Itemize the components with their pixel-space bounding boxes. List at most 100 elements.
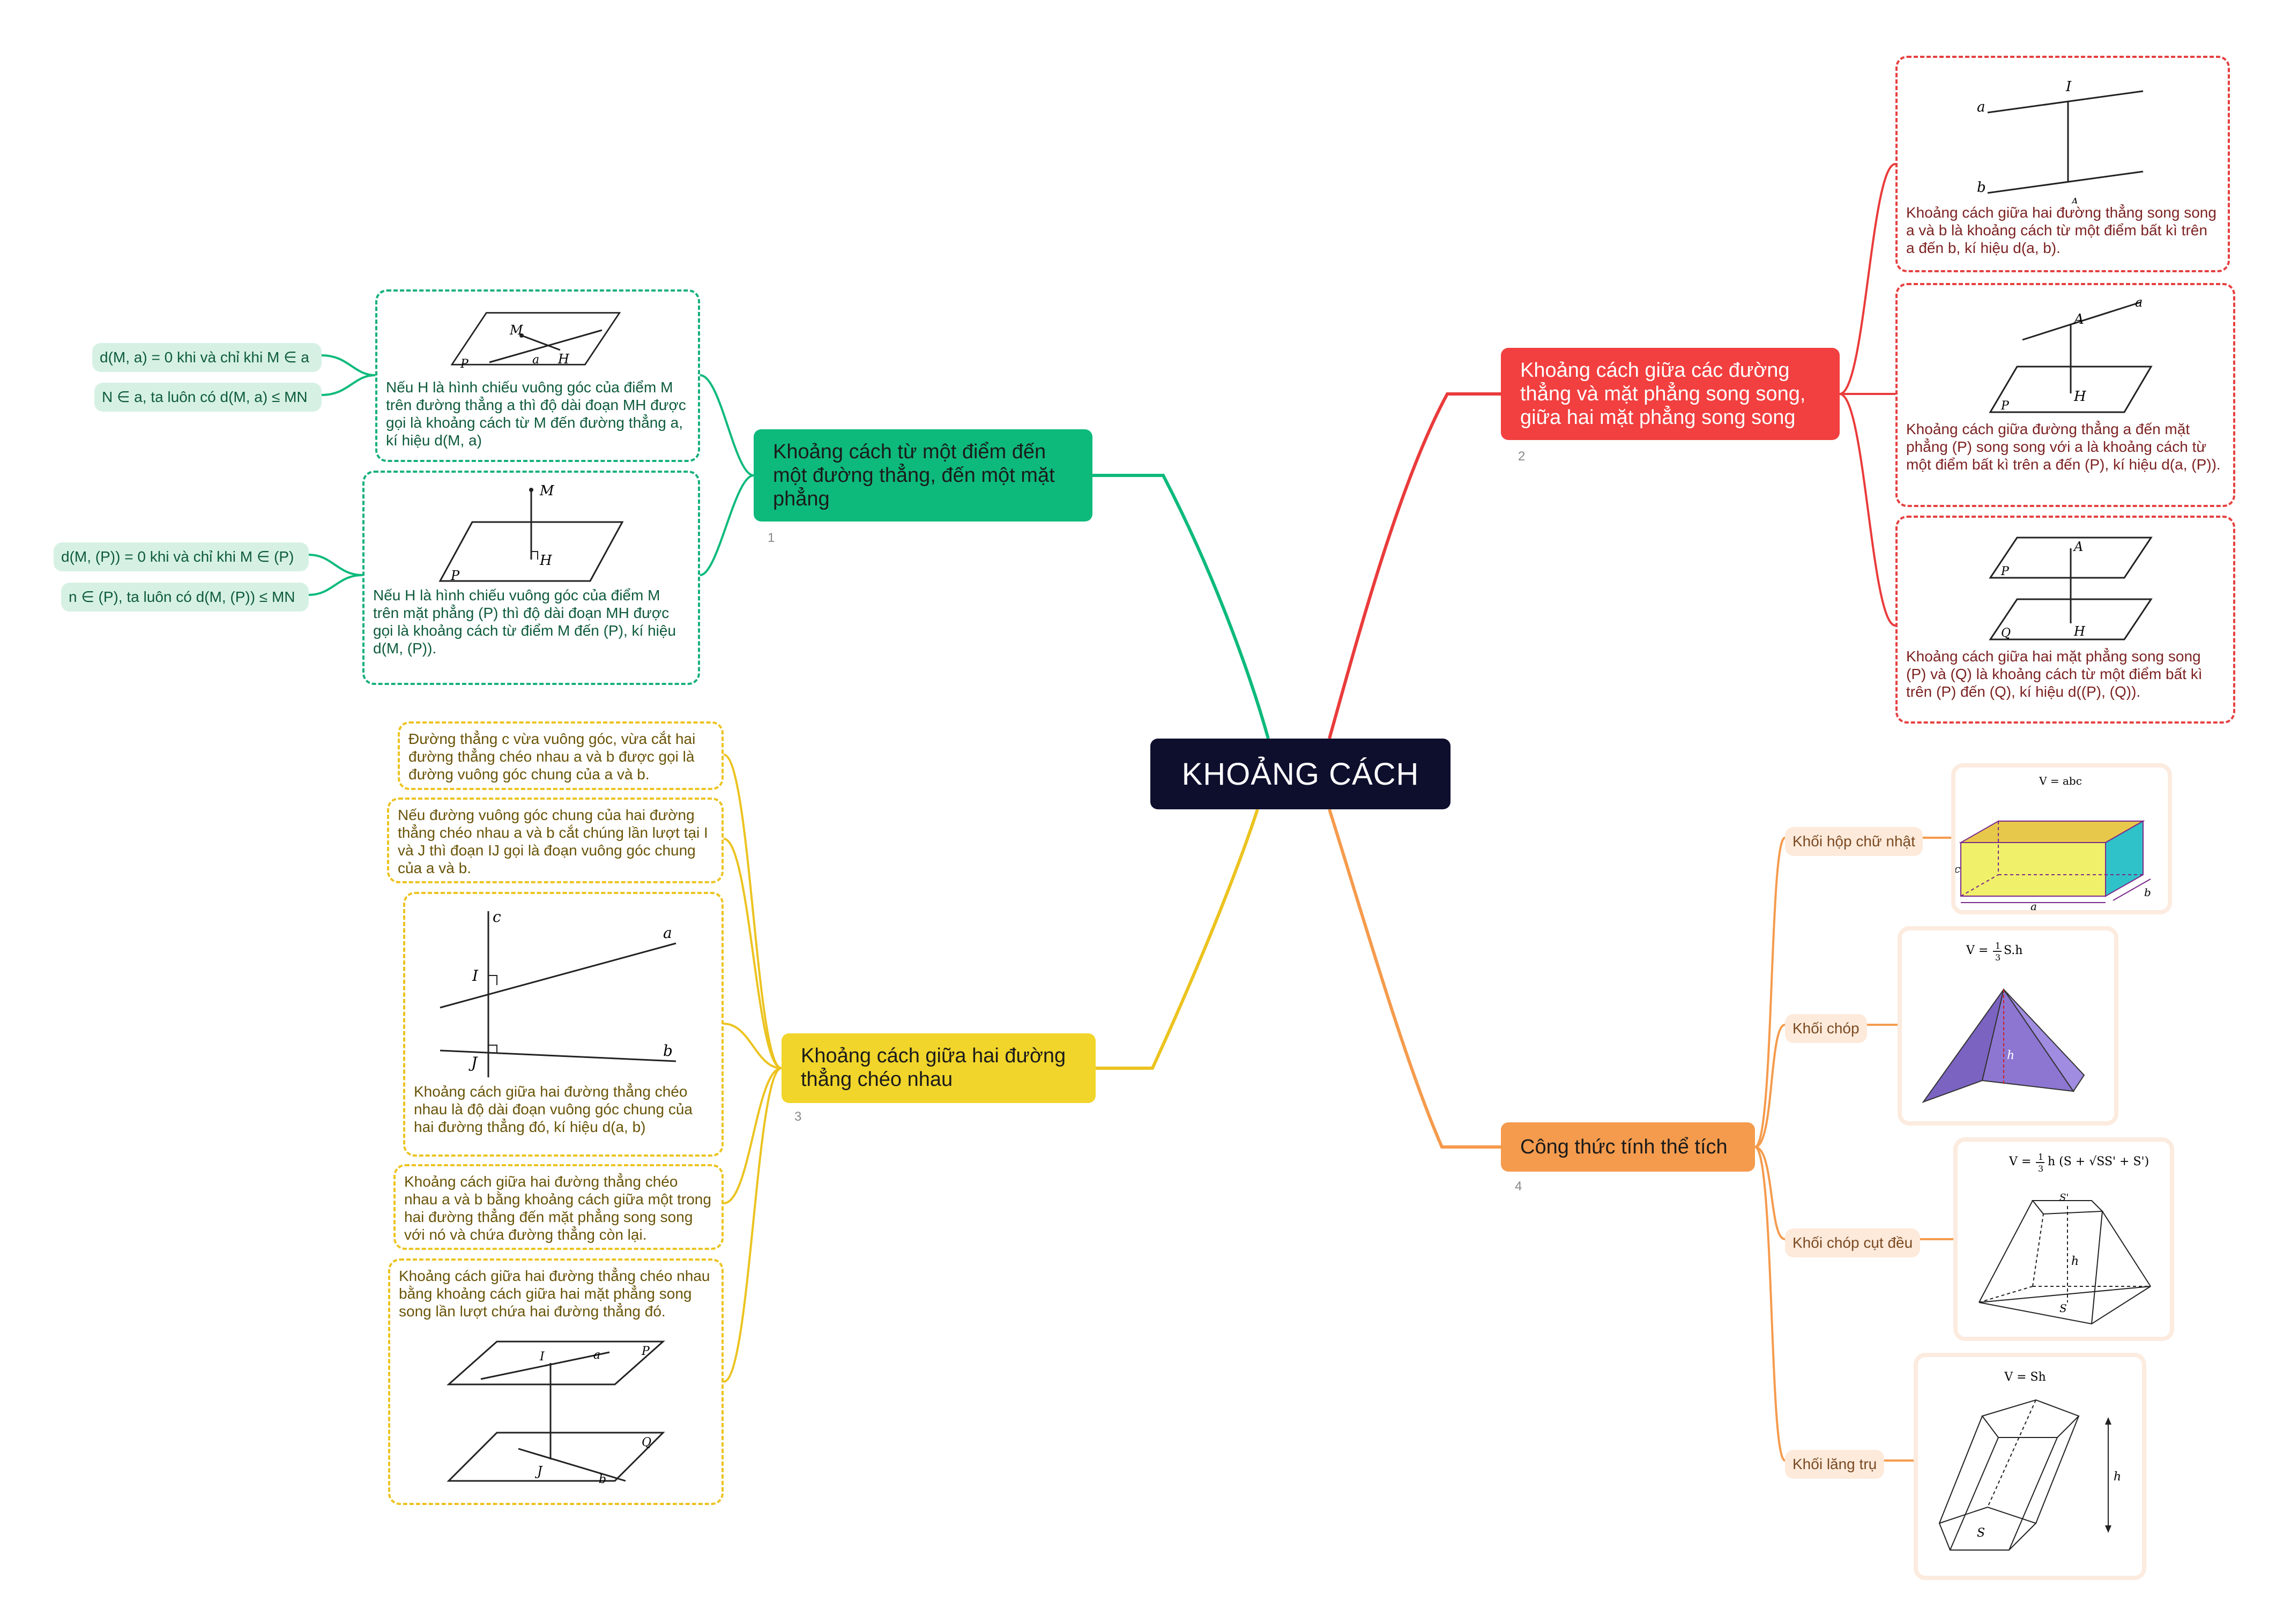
common-perpendicular-card[interactable]: Đường thẳng c vừa vuông góc, vừa cắt hai…	[398, 721, 724, 790]
label-J: J	[468, 1054, 478, 1071]
point-line-figure: M H a P	[450, 312, 621, 371]
line-plane-figure: A a H P	[1989, 295, 2153, 413]
label-P: P	[641, 1345, 650, 1358]
frustum-figure-card[interactable]: V = 1 3 h (S + √SS' + S') h S S'	[1953, 1137, 2174, 1341]
rectangular-box-figure: V = abc a b c	[1954, 774, 2151, 913]
skew-planes-figure: I a P J b Q	[447, 1340, 665, 1486]
card-text: Khoảng cách giữa hai mặt phẳng song song…	[1906, 648, 2203, 700]
label-H: H	[2073, 624, 2086, 639]
frustum-figure: V = 1 3 h (S + √SS' + S') h S S'	[1979, 1152, 2151, 1325]
label-Q: Q	[2001, 627, 2011, 640]
label-H: H	[539, 553, 553, 569]
label-a: a	[2135, 295, 2143, 310]
label-Q: Q	[642, 1436, 651, 1449]
label-I: I	[539, 1350, 545, 1364]
label-top: I	[2065, 79, 2072, 95]
skew-distance-definition-card[interactable]: c I J a b Khoảng cách giữa hai đường thẳ…	[403, 892, 724, 1157]
card-text: Khoảng cách giữa hai đường thẳng chéo nh…	[399, 1268, 710, 1320]
pyramid-formula-suffix: S.h	[2004, 944, 2022, 957]
box-figure-card[interactable]: V = abc a b c	[1951, 763, 2172, 914]
pyramid-fraction-den: 3	[1995, 952, 2000, 963]
prism-figure-card[interactable]: V = Sh h S	[1914, 1353, 2146, 1580]
label-bottom: A	[2070, 196, 2078, 204]
note-distance-zero-line[interactable]: d(M, a) = 0 khi và chỉ khi M ∈ a	[92, 343, 322, 372]
item-prism[interactable]: Khối lăng trụ	[1785, 1450, 1885, 1479]
frustum-fraction-num: 1	[2038, 1152, 2043, 1162]
branch-point-line-plane[interactable]: Khoảng cách từ một điểm đến một đường th…	[754, 429, 1092, 522]
item-frustum[interactable]: Khối chóp cụt đều	[1785, 1228, 1921, 1257]
central-topic[interactable]: KHOẢNG CÁCH	[1150, 739, 1451, 809]
parallel-planes-card[interactable]: A P H Q Khoảng cách giữa hai mặt phẳng s…	[1895, 516, 2235, 724]
card-text: Đường thẳng c vừa vuông góc, vừa cắt hai…	[408, 731, 696, 783]
branch-number: 4	[1515, 1179, 1522, 1194]
skew-line-plane-card[interactable]: Khoảng cách giữa hai đường thẳng chéo nh…	[393, 1164, 724, 1250]
label-b: b	[1977, 180, 1986, 196]
dim-S-prime: S'	[2059, 1192, 2069, 1203]
point-to-plane-card[interactable]: M H P Nếu H là hình chiếu vuông góc của …	[362, 471, 700, 685]
line-plane-parallel-card[interactable]: A a H P Khoảng cách giữa đường thẳng a đ…	[1895, 283, 2235, 507]
dim-S: S	[1977, 1526, 1985, 1540]
card-text: Nếu H là hình chiếu vuông góc của điểm M…	[386, 379, 686, 449]
branch-number: 3	[794, 1109, 802, 1124]
label-P: P	[450, 568, 460, 583]
common-perpendicular-segment-card[interactable]: Nếu đường vuông góc chung của hai đường …	[387, 798, 724, 883]
label-H: H	[2073, 389, 2087, 405]
point-to-line-card[interactable]: M H a P Nếu H là hình chiếu vuông góc củ…	[375, 289, 700, 462]
label-c: c	[493, 908, 501, 926]
dim-h: h	[2114, 1470, 2121, 1484]
frustum-formula-suffix: h (S + √SS' + S')	[2048, 1155, 2149, 1168]
note-distance-min-line[interactable]: N ∈ a, ta luôn có d(M, a) ≤ MN	[94, 383, 322, 412]
card-text: Nếu đường vuông góc chung của hai đường …	[398, 807, 708, 876]
label-b: b	[663, 1042, 673, 1060]
dim-c: c	[1955, 862, 1960, 875]
parallel-planes-figure: A P H Q	[1989, 537, 2153, 640]
label-a: a	[593, 1349, 600, 1362]
label-b: b	[599, 1473, 606, 1486]
branch-parallel-distances[interactable]: Khoảng cách giữa các đường thẳng và mặt …	[1501, 348, 1840, 440]
branch-number: 1	[768, 531, 775, 545]
label-H: H	[557, 352, 570, 367]
prism-figure: V = Sh h S	[1938, 1370, 2121, 1551]
frustum-fraction-den: 3	[2038, 1164, 2043, 1174]
point-plane-figure: M H P	[438, 483, 624, 583]
branch-number: 2	[1518, 449, 1526, 464]
dim-h: h	[2071, 1255, 2079, 1268]
parallel-lines-figure: I a b A	[1977, 79, 2144, 204]
label-a: a	[663, 924, 672, 942]
card-text: Khoảng cách giữa đường thẳng a đến mặt p…	[1906, 421, 2221, 473]
dim-S: S	[1982, 1081, 1990, 1094]
dim-a: a	[2030, 900, 2037, 910]
pyramid-fraction-num: 1	[1995, 941, 2000, 951]
label-P: P	[2000, 399, 2010, 413]
skew-planes-card[interactable]: Khoảng cách giữa hai đường thẳng chéo nh…	[388, 1258, 724, 1505]
dim-b: b	[2144, 886, 2151, 899]
card-text: Khoảng cách giữa hai đường thẳng chéo nh…	[404, 1173, 711, 1243]
prism-formula: V = Sh	[2004, 1370, 2046, 1384]
pyramid-figure-card[interactable]: V = 1 3 S.h h S	[1898, 926, 2118, 1126]
note-distance-zero-plane[interactable]: d(M, (P)) = 0 khi và chỉ khi M ∈ (P)	[54, 542, 309, 571]
label-M: M	[539, 483, 555, 499]
label-P: P	[460, 357, 469, 371]
branch-skew-lines[interactable]: Khoảng cách giữa hai đường thẳng chéo nh…	[782, 1033, 1096, 1103]
pyramid-figure: V = 1 3 S.h h S	[1922, 941, 2085, 1104]
label-a: a	[1977, 99, 1985, 115]
skew-lines-figure: c I J a b	[440, 908, 676, 1077]
box-formula: V = abc	[2039, 774, 2082, 787]
card-text: Khoảng cách giữa hai đường thẳng song so…	[1906, 204, 2217, 256]
item-rectangular-box[interactable]: Khối hộp chữ nhật	[1785, 827, 1923, 856]
label-M: M	[509, 323, 524, 338]
parallel-lines-card[interactable]: I a b A Khoảng cách giữa hai đường thẳng…	[1895, 56, 2230, 272]
label-I: I	[472, 967, 479, 985]
card-text: Nếu H là hình chiếu vuông góc của điểm M…	[373, 587, 676, 657]
note-distance-min-plane[interactable]: n ∈ (P), ta luôn có d(M, (P)) ≤ MN	[61, 583, 309, 612]
item-pyramid[interactable]: Khối chóp	[1785, 1014, 1867, 1043]
label-J: J	[534, 1464, 543, 1479]
branch-volume-formulas[interactable]: Công thức tính thể tích	[1501, 1122, 1755, 1172]
dim-S: S	[2059, 1302, 2067, 1315]
label-a: a	[532, 353, 539, 367]
card-text: Khoảng cách giữa hai đường thẳng chéo nh…	[414, 1083, 693, 1135]
label-P: P	[2000, 565, 2010, 578]
label-A: A	[2073, 311, 2084, 327]
dim-h: h	[2007, 1049, 2014, 1062]
